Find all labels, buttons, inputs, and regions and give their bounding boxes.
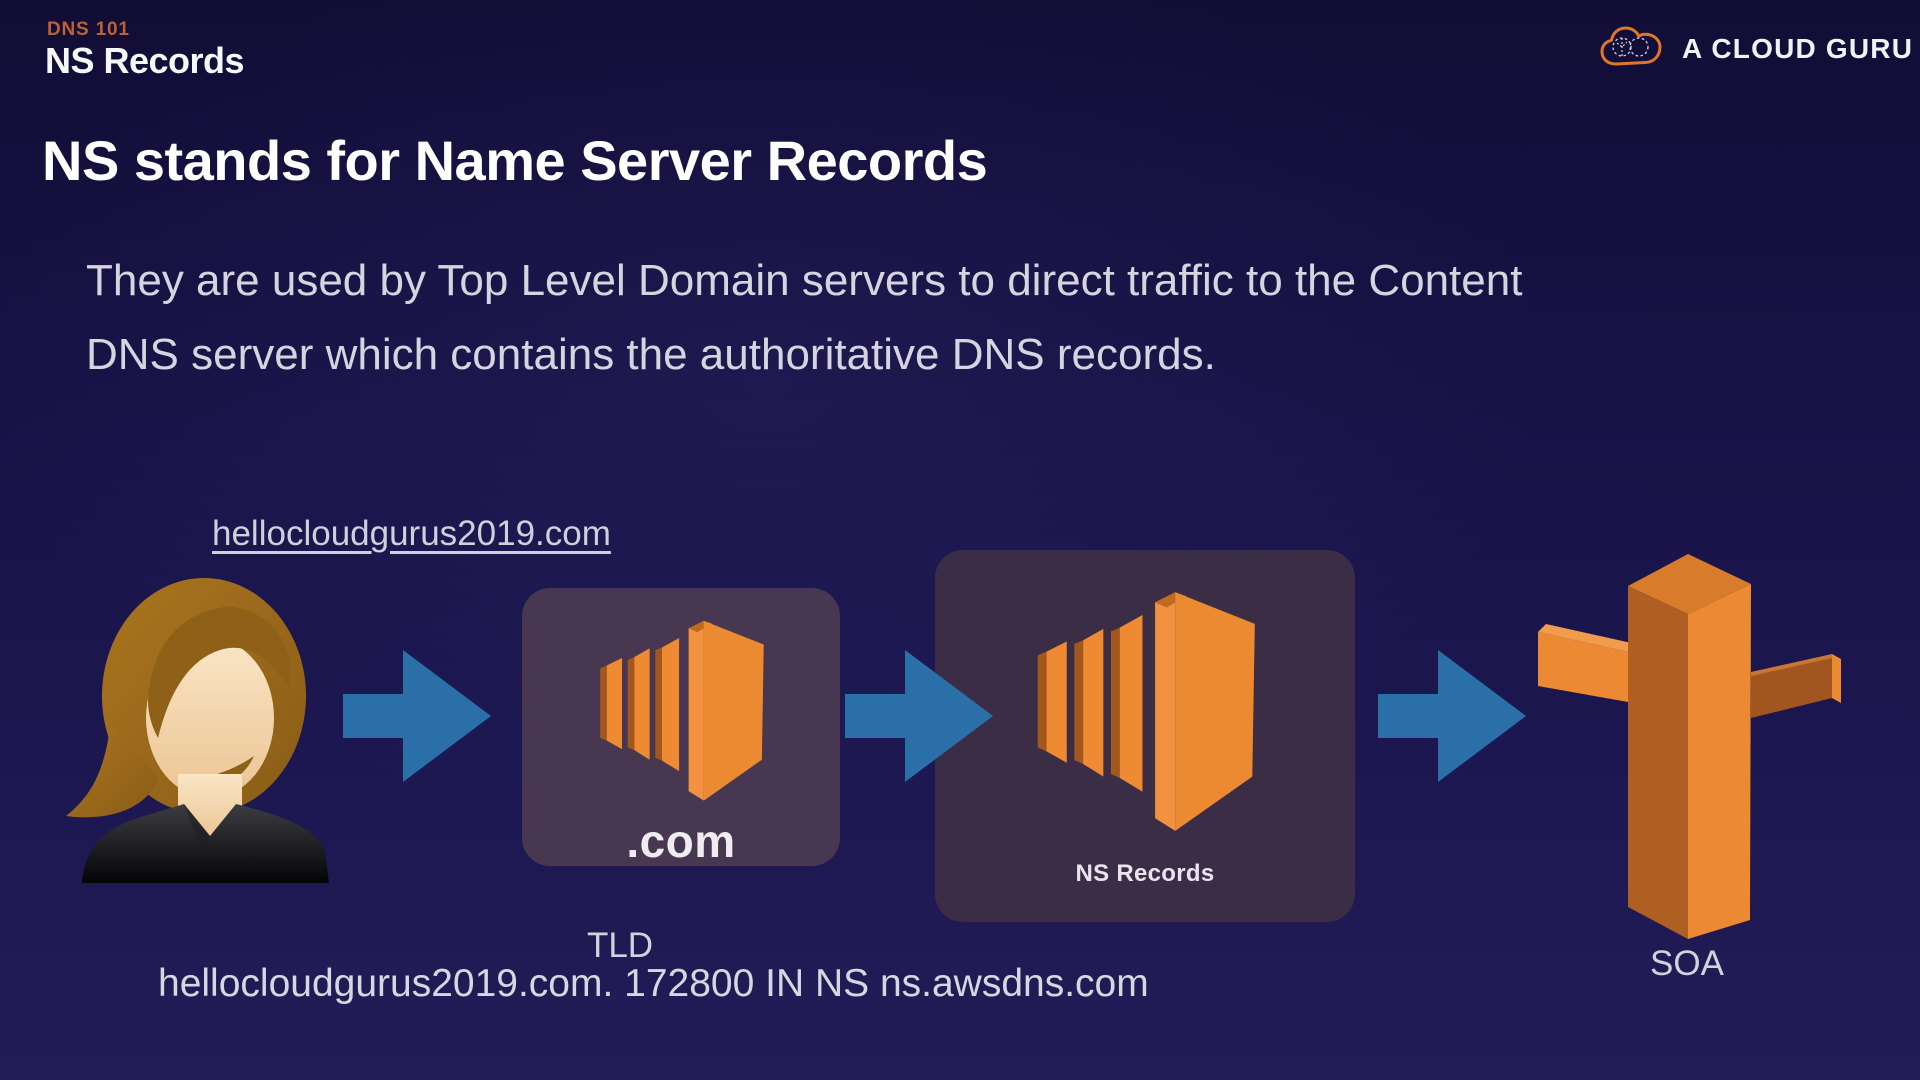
woman-avatar-icon: [58, 568, 350, 883]
flow-arrow-icon-2: [845, 640, 997, 792]
cloud-guru-cloud-icon: [1598, 25, 1666, 73]
soa-route53-icon: [1538, 550, 1846, 942]
tld-server-icon: [588, 598, 774, 812]
brand-name: A CLOUD GURU: [1682, 33, 1914, 64]
flow-arrow-icon-1: [343, 640, 495, 792]
slide-body: They are used by Top Level Domain server…: [86, 244, 1522, 392]
soa-caption: SOA: [1650, 944, 1724, 983]
tld-com-label: .com: [626, 815, 736, 867]
course-eyebrow: DNS 101: [47, 19, 130, 40]
user-domain-label: hellocloudgurus2019.com: [212, 514, 611, 553]
brand-logo: A CLOUD GURU: [1598, 25, 1913, 73]
slide-body-line1: They are used by Top Level Domain server…: [86, 256, 1523, 305]
slide-body-line2: DNS server which contains the authoritat…: [86, 330, 1216, 379]
slide-title: NS Records: [45, 40, 245, 81]
tld-caption: TLD: [586, 926, 654, 965]
ns-records-label: NS Records: [1075, 860, 1215, 887]
tld-panel: .com: [522, 588, 840, 867]
slide-heading: NS stands for Name Server Records: [42, 129, 988, 192]
dns-record-text: hellocloudgurus2019.com. 172800 IN NS ns…: [158, 962, 1149, 1005]
ns-records-panel: NS Records: [935, 550, 1355, 922]
flow-arrow-icon-3: [1378, 640, 1530, 792]
ns-server-icon: [1023, 562, 1267, 846]
